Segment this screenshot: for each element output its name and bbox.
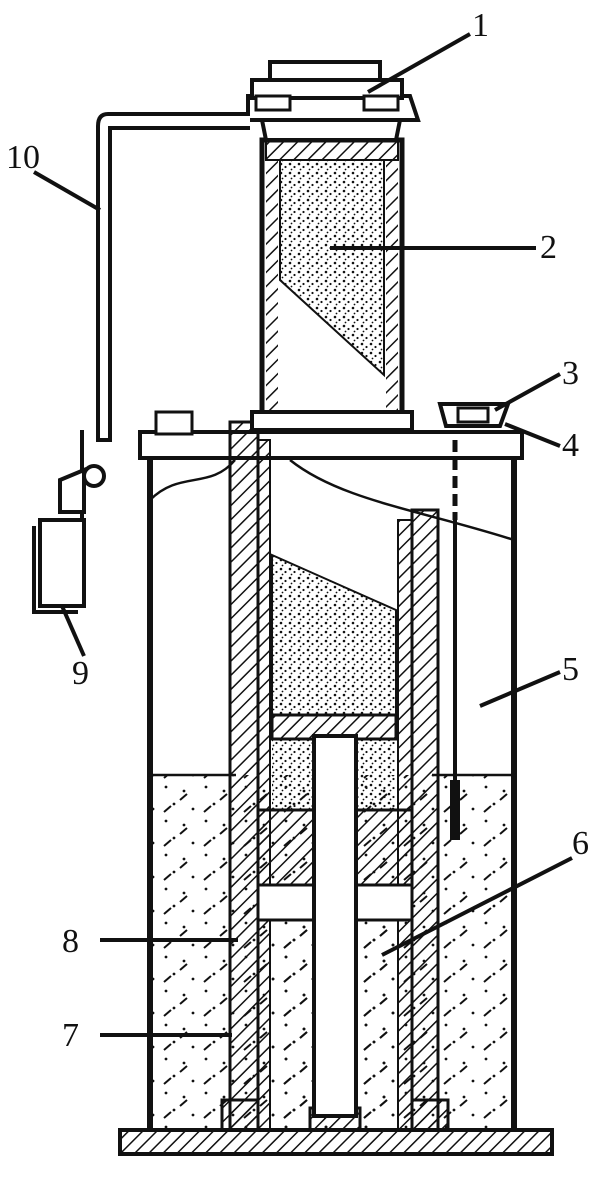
- leader-10: [33, 170, 101, 212]
- leader-4: [504, 422, 561, 448]
- leader-9: [60, 605, 86, 657]
- callout-3: 3: [562, 355, 579, 392]
- side-clamp: [32, 430, 106, 614]
- callout-labels: 1 2 3 4 5 6 7 8 9 10: [6, 7, 589, 1054]
- callout-4: 4: [562, 427, 579, 464]
- leader-6: [381, 856, 573, 957]
- callout-8: 8: [62, 923, 79, 960]
- callout-5: 5: [562, 651, 579, 688]
- callout-1: 1: [472, 7, 489, 44]
- support-arm: [96, 112, 250, 442]
- callout-10: 10: [6, 139, 40, 176]
- callout-2: 2: [540, 229, 557, 266]
- thermometer-probe: [450, 440, 460, 840]
- leader-1: [367, 32, 471, 94]
- callout-7: 7: [62, 1017, 79, 1054]
- top-cap: [246, 60, 421, 142]
- callout-6: 6: [572, 825, 589, 862]
- leader-5: [479, 670, 561, 708]
- callout-9: 9: [72, 655, 89, 692]
- loading-column: [250, 137, 414, 432]
- wing-nut: [437, 402, 511, 428]
- leader-3: [494, 372, 561, 412]
- outer-cylinder: [220, 420, 450, 1132]
- piston-rod: [312, 734, 358, 1118]
- callout-leaders: [33, 32, 573, 1037]
- base-plate: [118, 1128, 554, 1156]
